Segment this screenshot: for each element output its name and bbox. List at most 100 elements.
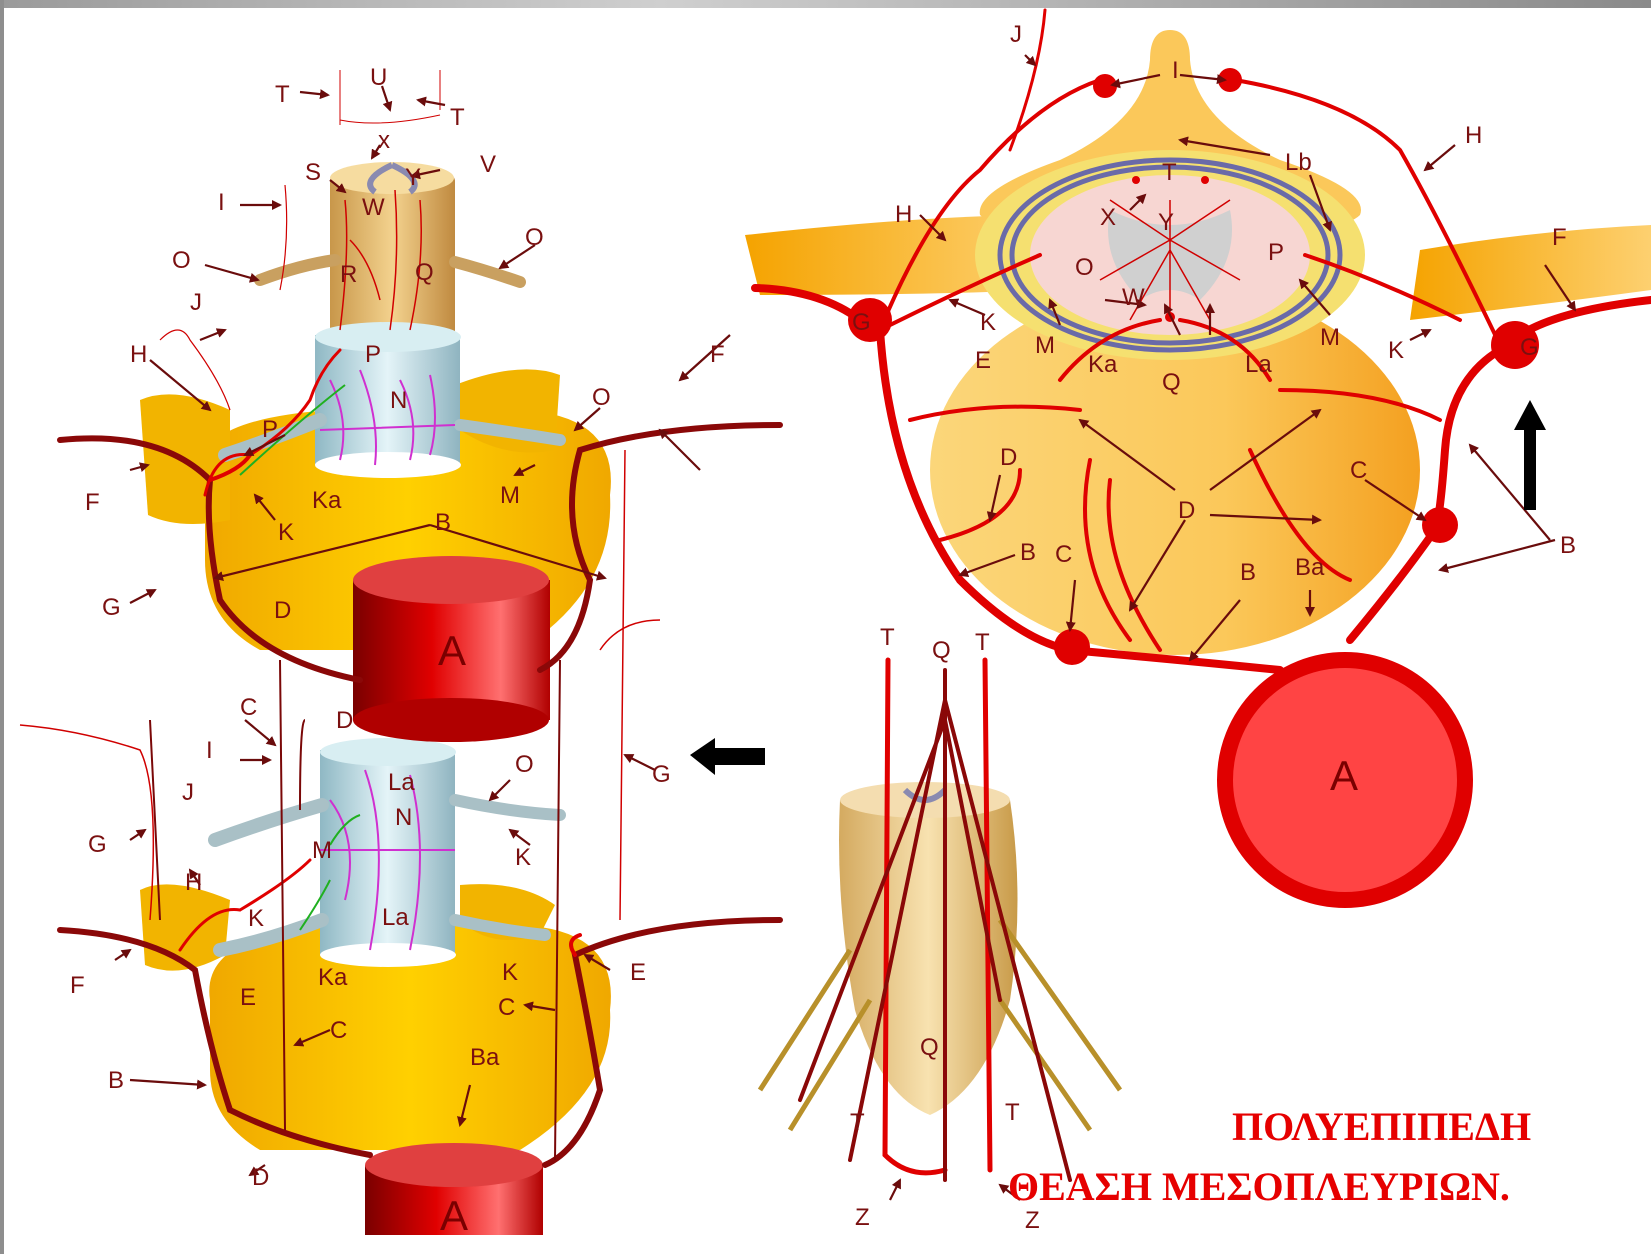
label-C: C: [498, 994, 515, 1021]
label-P: P: [262, 416, 278, 443]
label-C: C: [1055, 541, 1072, 568]
label-Ba: Ba: [1295, 554, 1325, 581]
label-D: D: [336, 707, 353, 734]
label-A: A: [438, 627, 466, 674]
label-K: K: [248, 905, 264, 932]
label-T: T: [850, 1109, 865, 1136]
label-Q: Q: [1162, 369, 1181, 396]
label-M: M: [500, 482, 520, 509]
label-F: F: [85, 489, 100, 516]
label-O: O: [592, 384, 611, 411]
label-Y: Y: [1158, 209, 1174, 236]
label-T: T: [275, 81, 290, 108]
label-P: P: [1268, 239, 1284, 266]
caption-line-2: ΘΕΑΣΗ ΜΕΣΟΠΛΕΥΡΙΩΝ.: [1008, 1164, 1510, 1209]
black-up-arrow-icon: [1514, 400, 1546, 510]
label-W: W: [362, 194, 385, 221]
label-K: K: [515, 844, 531, 871]
label-H: H: [185, 869, 202, 896]
lower-transverse-process-left: [140, 884, 230, 970]
label-J: J: [182, 779, 194, 806]
label-D: D: [252, 1164, 269, 1191]
label-B: B: [1020, 539, 1036, 566]
cord-branches-view: [760, 660, 1120, 1180]
label-T: T: [1005, 1099, 1020, 1126]
label-Ka: Ka: [318, 964, 348, 991]
label-Ba: Ba: [470, 1044, 500, 1071]
label-G: G: [652, 761, 671, 788]
label-Q: Q: [920, 1034, 939, 1061]
label-X: X: [1100, 204, 1116, 231]
label-O: O: [525, 224, 544, 251]
label-E: E: [240, 984, 256, 1011]
label-N: N: [395, 804, 412, 831]
label-W: W: [1122, 284, 1145, 311]
label-S: S: [305, 159, 321, 186]
label-K: K: [502, 959, 518, 986]
label-Z: Z: [855, 1204, 870, 1231]
label-M: M: [1035, 332, 1055, 359]
label-G: G: [852, 309, 871, 336]
label-F: F: [1552, 224, 1567, 251]
label-A: A: [440, 1192, 468, 1239]
label-V: V: [480, 151, 496, 178]
label-T: T: [450, 104, 465, 131]
label-La: La: [388, 769, 415, 796]
label-Y: Y: [405, 164, 421, 191]
label-I: I: [206, 737, 213, 764]
label-M: M: [1320, 324, 1340, 351]
label-R: R: [340, 261, 357, 288]
label-M: M: [312, 837, 332, 864]
label-J: J: [190, 289, 202, 316]
label-H: H: [895, 201, 912, 228]
label-O: O: [515, 751, 534, 778]
label-Q: Q: [415, 259, 434, 286]
label-I: I: [218, 189, 225, 216]
label-Ka: Ka: [1088, 351, 1118, 378]
label-O: O: [1075, 254, 1094, 281]
label-E: E: [975, 347, 991, 374]
label-Ka: Ka: [312, 487, 342, 514]
caption-line-1: ΠΟΛΥΕΠΙΠΕΔΗ: [1232, 1104, 1531, 1149]
label-N: N: [390, 387, 407, 414]
label-B: B: [1240, 559, 1256, 586]
label-D: D: [1178, 497, 1195, 524]
label-H: H: [130, 341, 147, 368]
label-H: H: [1465, 122, 1482, 149]
label-P: P: [365, 341, 381, 368]
label-A: A: [1330, 752, 1358, 799]
label-G: G: [1520, 334, 1539, 361]
label-F: F: [710, 341, 725, 368]
label-Lb: Lb: [1285, 149, 1312, 176]
black-left-arrow-icon: [690, 738, 765, 775]
label-D: D: [274, 597, 291, 624]
label-K: K: [1388, 337, 1404, 364]
label-E: E: [630, 959, 646, 986]
label-G: G: [88, 831, 107, 858]
label-C: C: [240, 694, 257, 721]
label-B: B: [1560, 532, 1576, 559]
label-D: D: [1000, 444, 1017, 471]
label-B: B: [108, 1067, 124, 1094]
label-I: I: [1172, 57, 1179, 84]
label-G: G: [102, 594, 121, 621]
label-K: K: [278, 519, 294, 546]
label-K: K: [980, 309, 996, 336]
label-C: C: [330, 1017, 347, 1044]
label-J: J: [1010, 21, 1022, 48]
label-Z: Z: [1025, 1207, 1040, 1234]
label-U: U: [370, 64, 387, 91]
label-T: T: [1162, 159, 1177, 186]
label-x: x: [378, 127, 390, 154]
left-3d-view: [20, 70, 780, 1235]
label-F: F: [70, 972, 85, 999]
label-La: La: [1245, 351, 1272, 378]
label-O: O: [172, 247, 191, 274]
label-Q: Q: [932, 637, 951, 664]
label-C: C: [1350, 457, 1367, 484]
label-T: T: [975, 629, 990, 656]
label-La: La: [382, 904, 409, 931]
label-T: T: [880, 624, 895, 651]
label-B: B: [435, 509, 451, 536]
